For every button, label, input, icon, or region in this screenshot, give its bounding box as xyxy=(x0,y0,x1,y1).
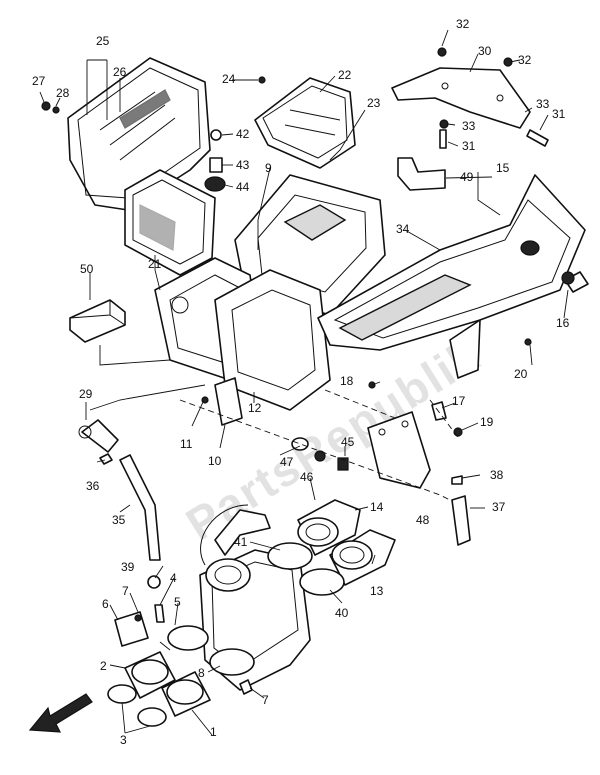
air-filter-element xyxy=(124,169,216,276)
intake-joint-13 xyxy=(329,529,396,586)
callout-36: 36 xyxy=(86,479,100,493)
air-filter-cover xyxy=(67,57,211,211)
callout-18: 18 xyxy=(340,374,354,388)
callout-40: 40 xyxy=(335,606,349,620)
callout-11: 11 xyxy=(180,437,193,451)
callout-19: 19 xyxy=(480,415,494,429)
callout-27: 27 xyxy=(32,74,46,88)
callout-26: 26 xyxy=(113,65,127,79)
callout-12: 12 xyxy=(248,401,262,415)
callout-35: 35 xyxy=(112,513,126,527)
bracket-6 xyxy=(114,611,149,647)
callout-48: 48 xyxy=(416,513,430,527)
callout-21: 21 xyxy=(148,257,162,271)
front-arrow-icon xyxy=(28,693,93,733)
callout-43: 43 xyxy=(236,158,250,172)
callout-50: 50 xyxy=(80,262,94,276)
callout-31b: 31 xyxy=(552,107,566,121)
callout-44: 44 xyxy=(236,180,250,194)
callout-42: 42 xyxy=(236,127,250,141)
duct-block xyxy=(69,299,126,343)
callout-41: 41 xyxy=(234,535,248,549)
callout-14: 14 xyxy=(370,500,384,514)
callout-25: 25 xyxy=(96,34,110,48)
callout-15: 15 xyxy=(496,161,510,175)
callout-32a: 32 xyxy=(456,17,470,31)
air-box xyxy=(154,174,386,411)
callout-labels: 1 2 3 4 5 6 7 7 8 9 10 11 12 13 14 15 16… xyxy=(32,17,570,747)
callout-29: 29 xyxy=(79,387,93,401)
callout-8: 8 xyxy=(198,666,205,680)
carb-joint-2 xyxy=(124,651,176,699)
mounting-bracket xyxy=(391,67,531,129)
callout-7b: 7 xyxy=(262,693,269,707)
callout-49: 49 xyxy=(460,170,474,184)
callout-2: 2 xyxy=(100,659,107,673)
clamps xyxy=(167,542,345,676)
carb-joint-1 xyxy=(161,671,211,717)
callout-34: 34 xyxy=(396,222,410,236)
side-cover xyxy=(317,174,589,379)
leader-lines xyxy=(39,29,569,736)
callout-13: 13 xyxy=(370,584,384,598)
callout-17: 17 xyxy=(452,394,466,408)
callout-9: 9 xyxy=(265,161,272,175)
callout-38: 38 xyxy=(490,468,504,482)
callout-45: 45 xyxy=(341,435,355,449)
callout-32b: 32 xyxy=(518,53,532,67)
callout-23: 23 xyxy=(367,96,381,110)
lower-panel xyxy=(367,411,431,489)
callout-22: 22 xyxy=(338,68,352,82)
callout-31a: 31 xyxy=(462,139,476,153)
plate-49 xyxy=(397,157,446,191)
drain-hose xyxy=(78,419,161,561)
callout-5: 5 xyxy=(174,595,181,609)
callout-37: 37 xyxy=(492,500,506,514)
callout-46: 46 xyxy=(300,470,314,484)
callout-7a: 7 xyxy=(122,584,129,598)
o-rings xyxy=(107,684,167,727)
callout-33a: 33 xyxy=(462,119,476,133)
callout-39: 39 xyxy=(121,560,135,574)
callout-10: 10 xyxy=(208,454,222,468)
callout-24: 24 xyxy=(222,72,236,86)
callout-16: 16 xyxy=(556,316,570,330)
callout-47: 47 xyxy=(280,455,294,469)
callout-1: 1 xyxy=(210,725,217,739)
intake-joint-14 xyxy=(297,499,361,556)
callout-3: 3 xyxy=(120,733,127,747)
callout-28: 28 xyxy=(56,86,70,100)
callout-4: 4 xyxy=(170,571,177,585)
holder-37 xyxy=(451,495,471,546)
callout-33b: 33 xyxy=(536,97,550,111)
callout-6: 6 xyxy=(102,597,109,611)
fasteners xyxy=(41,47,575,695)
callout-20: 20 xyxy=(514,367,528,381)
callout-30: 30 xyxy=(478,44,492,58)
air-box-cap xyxy=(254,77,356,169)
